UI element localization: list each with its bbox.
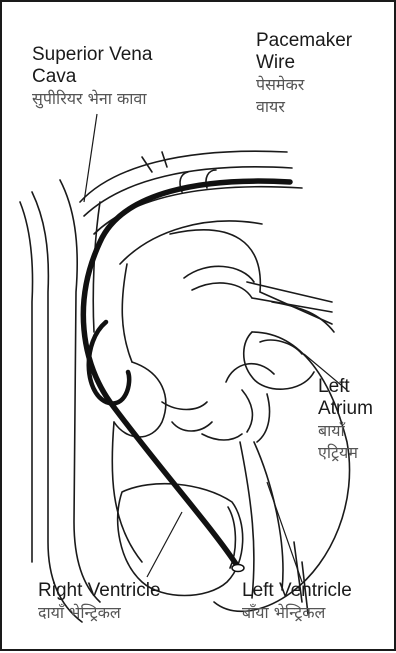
wire-hindi-line1: पेसमेकर xyxy=(256,74,352,96)
label-right-ventricle: Right Ventricle दायाँ भेन्ट्रिकल xyxy=(38,580,161,624)
label-superior-vena-cava: Superior Vena Cava सुपीरियर भेना कावा xyxy=(32,44,152,110)
svc-hindi: सुपीरियर भेना कावा xyxy=(32,88,152,110)
svc-english-line2: Cava xyxy=(32,66,152,88)
pulmonary-artery xyxy=(122,264,132,362)
lv-hindi: बाँया भेन्ट्रिकल xyxy=(242,602,352,624)
rv-english: Right Ventricle xyxy=(38,580,161,602)
la-hindi-line1: बायाँ xyxy=(318,420,373,442)
la-hindi-line2: एट्रियम xyxy=(318,442,373,464)
pacemaker-wire xyxy=(83,181,290,567)
label-left-ventricle: Left Ventricle बाँया भेन्ट्रिकल xyxy=(242,580,352,624)
wire-english-line2: Wire xyxy=(256,52,352,74)
heart-outline xyxy=(112,422,142,562)
rv-leader-line xyxy=(147,512,182,577)
wire-hindi-line2: वायर xyxy=(256,96,352,118)
right-ventricle xyxy=(118,484,243,596)
wire-english-line1: Pacemaker xyxy=(256,30,352,52)
lv-english: Left Ventricle xyxy=(242,580,352,602)
la-english-line2: Atrium xyxy=(318,398,373,420)
svc-english-line1: Superior Vena xyxy=(32,44,152,66)
la-english-line1: Left xyxy=(318,376,373,398)
tricuspid-valve xyxy=(162,402,212,431)
lv-leader-line xyxy=(267,482,302,582)
mitral-valve xyxy=(242,390,270,442)
wire-tip-icon xyxy=(232,565,244,572)
label-left-atrium: Left Atrium बायाँ एट्रियम xyxy=(318,376,373,464)
label-pacemaker-wire: Pacemaker Wire पेसमेकर वायर xyxy=(256,30,352,118)
aortic-arch xyxy=(80,151,287,202)
rv-hindi: दायाँ भेन्ट्रिकल xyxy=(38,602,161,624)
pacemaker-wire-loop xyxy=(89,322,129,403)
